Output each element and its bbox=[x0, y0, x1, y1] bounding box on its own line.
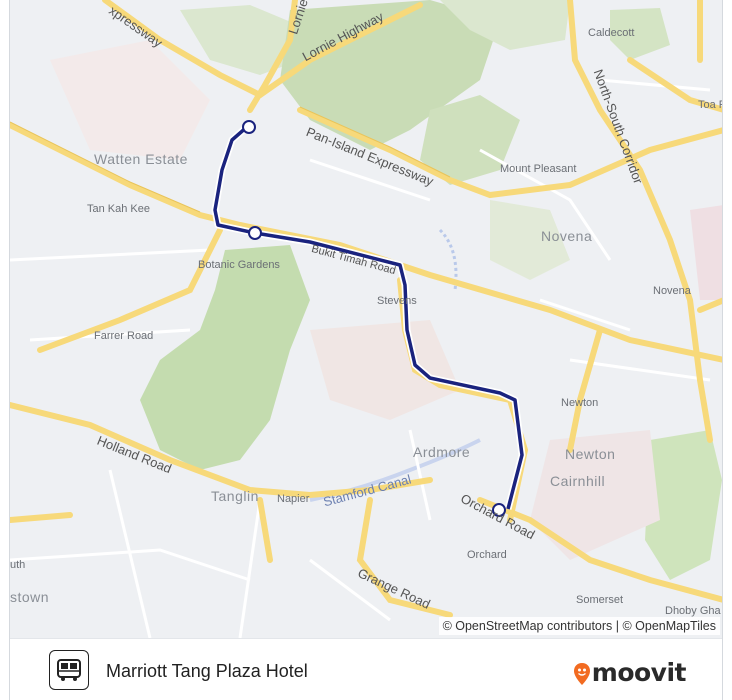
place-toa-payoh: Toa P bbox=[698, 99, 722, 111]
route-title: Marriott Tang Plaza Hotel bbox=[106, 661, 308, 681]
route-stop-mid bbox=[248, 226, 262, 240]
moovit-logo[interactable]: moovit bbox=[573, 658, 687, 687]
place-orchard: Orchard bbox=[467, 549, 507, 561]
route-stop-start bbox=[242, 120, 256, 134]
place-dhoby-ghaut: Dhoby Gha bbox=[665, 605, 721, 617]
place-farrer-road: Farrer Road bbox=[94, 330, 154, 342]
place-south: uth bbox=[10, 559, 26, 571]
place-napier: Napier bbox=[277, 493, 310, 505]
place-novena-area: Novena bbox=[541, 228, 593, 244]
place-somerset: Somerset bbox=[576, 594, 624, 606]
place-outram: stown bbox=[10, 589, 50, 605]
moovit-pin-icon bbox=[573, 662, 590, 685]
place-stevens: Stevens bbox=[377, 295, 417, 307]
map-attribution[interactable]: © OpenStreetMap contributors | © OpenMap… bbox=[438, 617, 720, 635]
route-line bbox=[213, 124, 524, 510]
map-card: xpressway Lornie Highway Lornie Pan-Isla… bbox=[9, 0, 723, 700]
map-canvas bbox=[10, 0, 722, 638]
place-novena-station: Novena bbox=[653, 285, 691, 297]
place-newton-area: Newton bbox=[565, 446, 616, 462]
place-tan-kah-kee: Tan Kah Kee bbox=[87, 203, 150, 215]
place-newton-station: Newton bbox=[561, 397, 599, 409]
place-cairnhill: Cairnhill bbox=[550, 473, 606, 489]
route-stop-end bbox=[492, 503, 506, 517]
place-botanic-gardens: Botanic Gardens bbox=[198, 259, 280, 271]
bus-icon-glyph bbox=[57, 659, 81, 681]
place-watten-estate: Watten Estate bbox=[94, 151, 188, 167]
route-map[interactable]: xpressway Lornie Highway Lornie Pan-Isla… bbox=[10, 0, 722, 638]
bus-icon bbox=[49, 650, 89, 690]
place-tanglin: Tanglin bbox=[211, 488, 259, 504]
place-caldecott: Caldecott bbox=[588, 27, 635, 39]
place-ardmore: Ardmore bbox=[413, 444, 471, 460]
route-footer: Marriott Tang Plaza Hotel moovit bbox=[10, 638, 722, 700]
moovit-wordmark: moovit bbox=[591, 658, 687, 687]
place-mount-pleasant: Mount Pleasant bbox=[500, 163, 577, 175]
